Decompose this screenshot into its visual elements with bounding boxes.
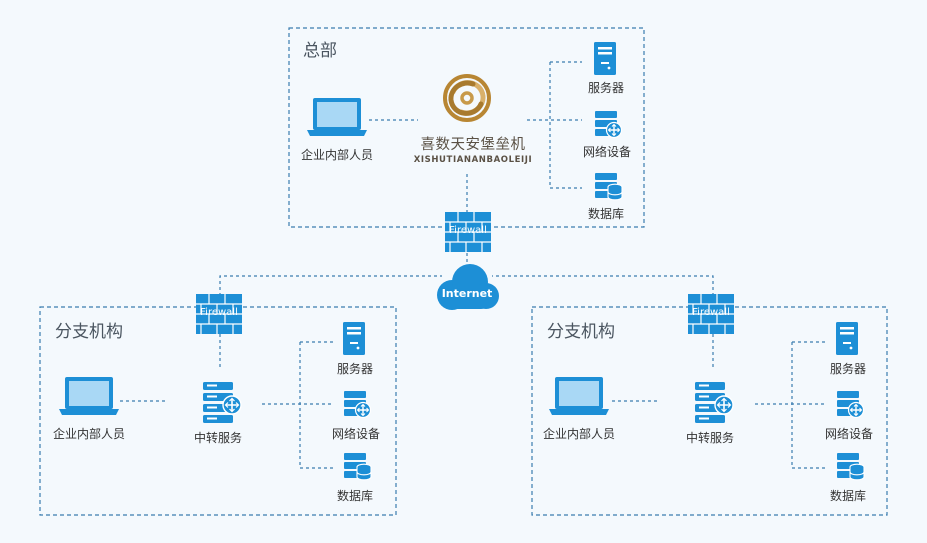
internet-cloud-icon bbox=[437, 264, 499, 310]
relay-server-icon bbox=[694, 381, 734, 424]
headquarters-title: 总部 bbox=[303, 41, 337, 61]
branch-title: 分支机构 bbox=[55, 322, 123, 342]
server-icon bbox=[343, 322, 365, 355]
database-icon bbox=[343, 452, 372, 481]
laptop-icon bbox=[59, 377, 119, 415]
server-label: 服务器 bbox=[829, 362, 867, 376]
laptop-icon bbox=[307, 98, 367, 136]
brand-pinyin: XISHUTIANANBAOLEIJI bbox=[413, 155, 533, 165]
server-icon bbox=[836, 322, 858, 355]
network-device-label: 网络设备 bbox=[331, 427, 381, 441]
employee-label: 企业内部人员 bbox=[52, 427, 126, 441]
server-icon bbox=[594, 42, 616, 75]
brand-block: 喜数天安堡垒机 XISHUTIANANBAOLEIJI bbox=[414, 133, 533, 165]
relay-server-icon bbox=[202, 381, 242, 424]
network-device-label: 网络设备 bbox=[824, 427, 874, 441]
network-device-icon bbox=[343, 390, 372, 419]
employee-label: 企业内部人员 bbox=[300, 148, 374, 162]
laptop-icon bbox=[549, 377, 609, 415]
branch-title: 分支机构 bbox=[547, 322, 615, 342]
bastion-logo-icon bbox=[443, 74, 491, 122]
employee-label: 企业内部人员 bbox=[542, 427, 616, 441]
server-label: 服务器 bbox=[587, 81, 625, 95]
relay-label: 中转服务 bbox=[685, 431, 735, 445]
firewall-label: Firewall bbox=[200, 307, 238, 318]
network-device-icon bbox=[594, 110, 623, 139]
connection-lines bbox=[120, 61, 825, 469]
database-label: 数据库 bbox=[336, 489, 374, 503]
database-label: 数据库 bbox=[829, 489, 867, 503]
database-icon bbox=[594, 172, 623, 201]
firewall-label: Firewall bbox=[692, 307, 730, 318]
database-label: 数据库 bbox=[587, 207, 625, 221]
network-device-label: 网络设备 bbox=[582, 145, 632, 159]
server-label: 服务器 bbox=[336, 362, 374, 376]
brand-name: 喜数天安堡垒机 bbox=[420, 137, 526, 153]
network-device-icon bbox=[836, 390, 865, 419]
firewall-label: Firewall bbox=[449, 225, 487, 236]
relay-label: 中转服务 bbox=[193, 431, 243, 445]
internet-label: Internet bbox=[441, 287, 493, 300]
database-icon bbox=[836, 452, 865, 481]
